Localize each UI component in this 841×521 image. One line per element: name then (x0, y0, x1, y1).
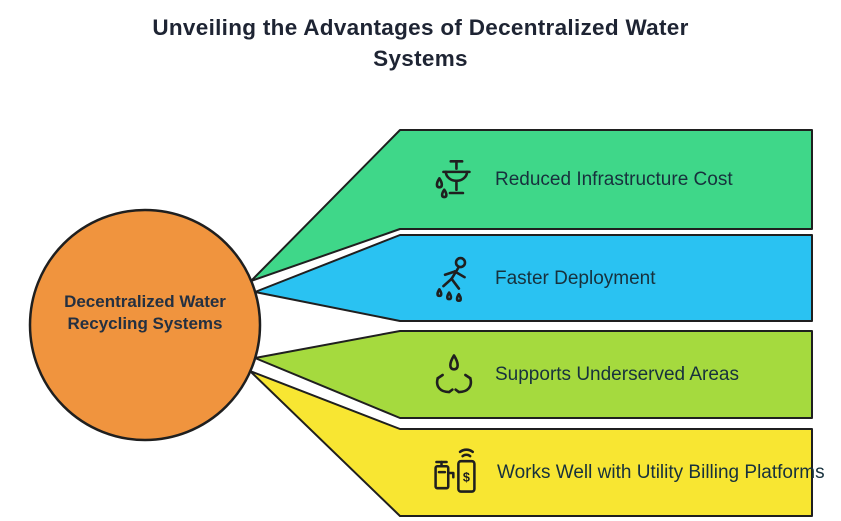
benefit-item-reduced-infrastructure-cost: Reduced Infrastructure Cost (428, 130, 733, 229)
page-title-line-1: Unveiling the Advantages of Decentralize… (152, 15, 689, 40)
hands-holding-drop-icon (428, 349, 480, 401)
page-title: Unveiling the Advantages of Decentralize… (0, 12, 841, 74)
page-title-line-2: Systems (373, 46, 468, 71)
person-water-drops-icon (428, 252, 480, 304)
benefit-item-supports-underserved-areas: Supports Underserved Areas (428, 331, 739, 418)
benefit-banner-shape-1 (250, 129, 813, 282)
faucet-phone-billing-icon: $ (428, 446, 482, 500)
benefit-banner-shape-4 (249, 370, 813, 517)
hub-label: Decentralized Water Recycling Systems (64, 292, 226, 333)
benefit-item-utility-billing: $ Works Well with Utility Billing Platfo… (428, 429, 825, 516)
dollar-sign-glyph: $ (463, 470, 470, 484)
benefit-label: Faster Deployment (495, 267, 656, 289)
benefit-label: Works Well with Utility Billing Platform… (497, 462, 825, 483)
benefit-item-faster-deployment: Faster Deployment (428, 235, 656, 321)
sink-faucet-drops-icon (428, 154, 480, 206)
benefit-label: Supports Underserved Areas (495, 364, 739, 385)
benefit-label: Reduced Infrastructure Cost (495, 169, 733, 190)
benefit-banner-shape-2 (254, 234, 813, 322)
hub-circle (28, 208, 262, 442)
benefit-banner-shape-3 (254, 330, 813, 419)
